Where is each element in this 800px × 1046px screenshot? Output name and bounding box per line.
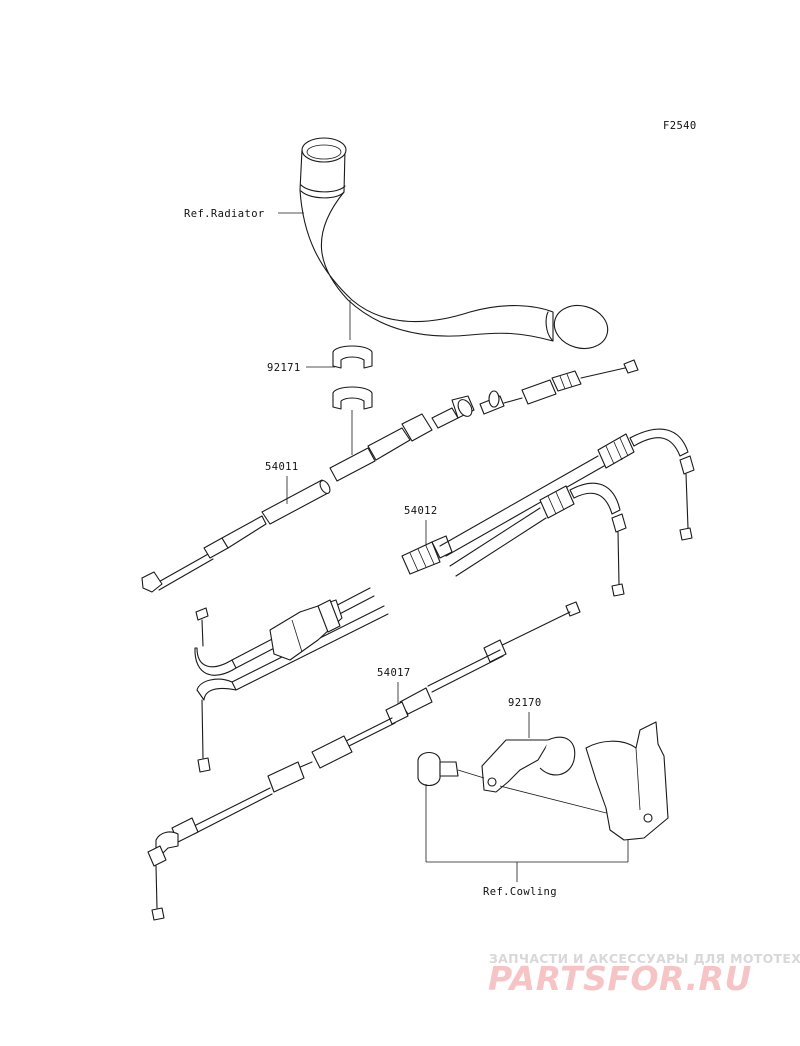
- cable-54011: 54011: [141, 359, 639, 593]
- bracket-92170: 92170: [417, 697, 643, 823]
- part-label-92171: 92171: [267, 362, 301, 374]
- part-label-54017: 54017: [377, 667, 411, 679]
- ref-radiator-label: Ref.Radiator: [184, 208, 265, 220]
- part-label-54011: 54011: [265, 461, 299, 473]
- cable-54017: 54017: [147, 601, 581, 921]
- ref-radiator-callout: Ref.Radiator: [184, 208, 304, 220]
- cable-54012: 54012: [194, 428, 695, 773]
- cowling-bracket: [585, 721, 669, 841]
- watermark: ЗАПЧАСТИ И АКСЕССУАРЫ ДЛЯ МОТОТЕХНИКИ PA…: [488, 951, 800, 998]
- ref-cowling-callout: Ref.Cowling: [425, 784, 629, 898]
- watermark-tagline: ЗАПЧАСТИ И АКСЕССУАРЫ ДЛЯ МОТОТЕХНИКИ: [489, 951, 800, 966]
- clamp-92171: 92171: [267, 300, 373, 455]
- radiator-hose: [299, 137, 609, 350]
- diagram-code: F2540: [663, 120, 697, 132]
- ref-cowling-label: Ref.Cowling: [483, 886, 557, 898]
- part-label-54012: 54012: [404, 505, 438, 517]
- watermark-logo: PARTSFOR.RU: [488, 959, 752, 998]
- part-label-92170: 92170: [508, 697, 542, 709]
